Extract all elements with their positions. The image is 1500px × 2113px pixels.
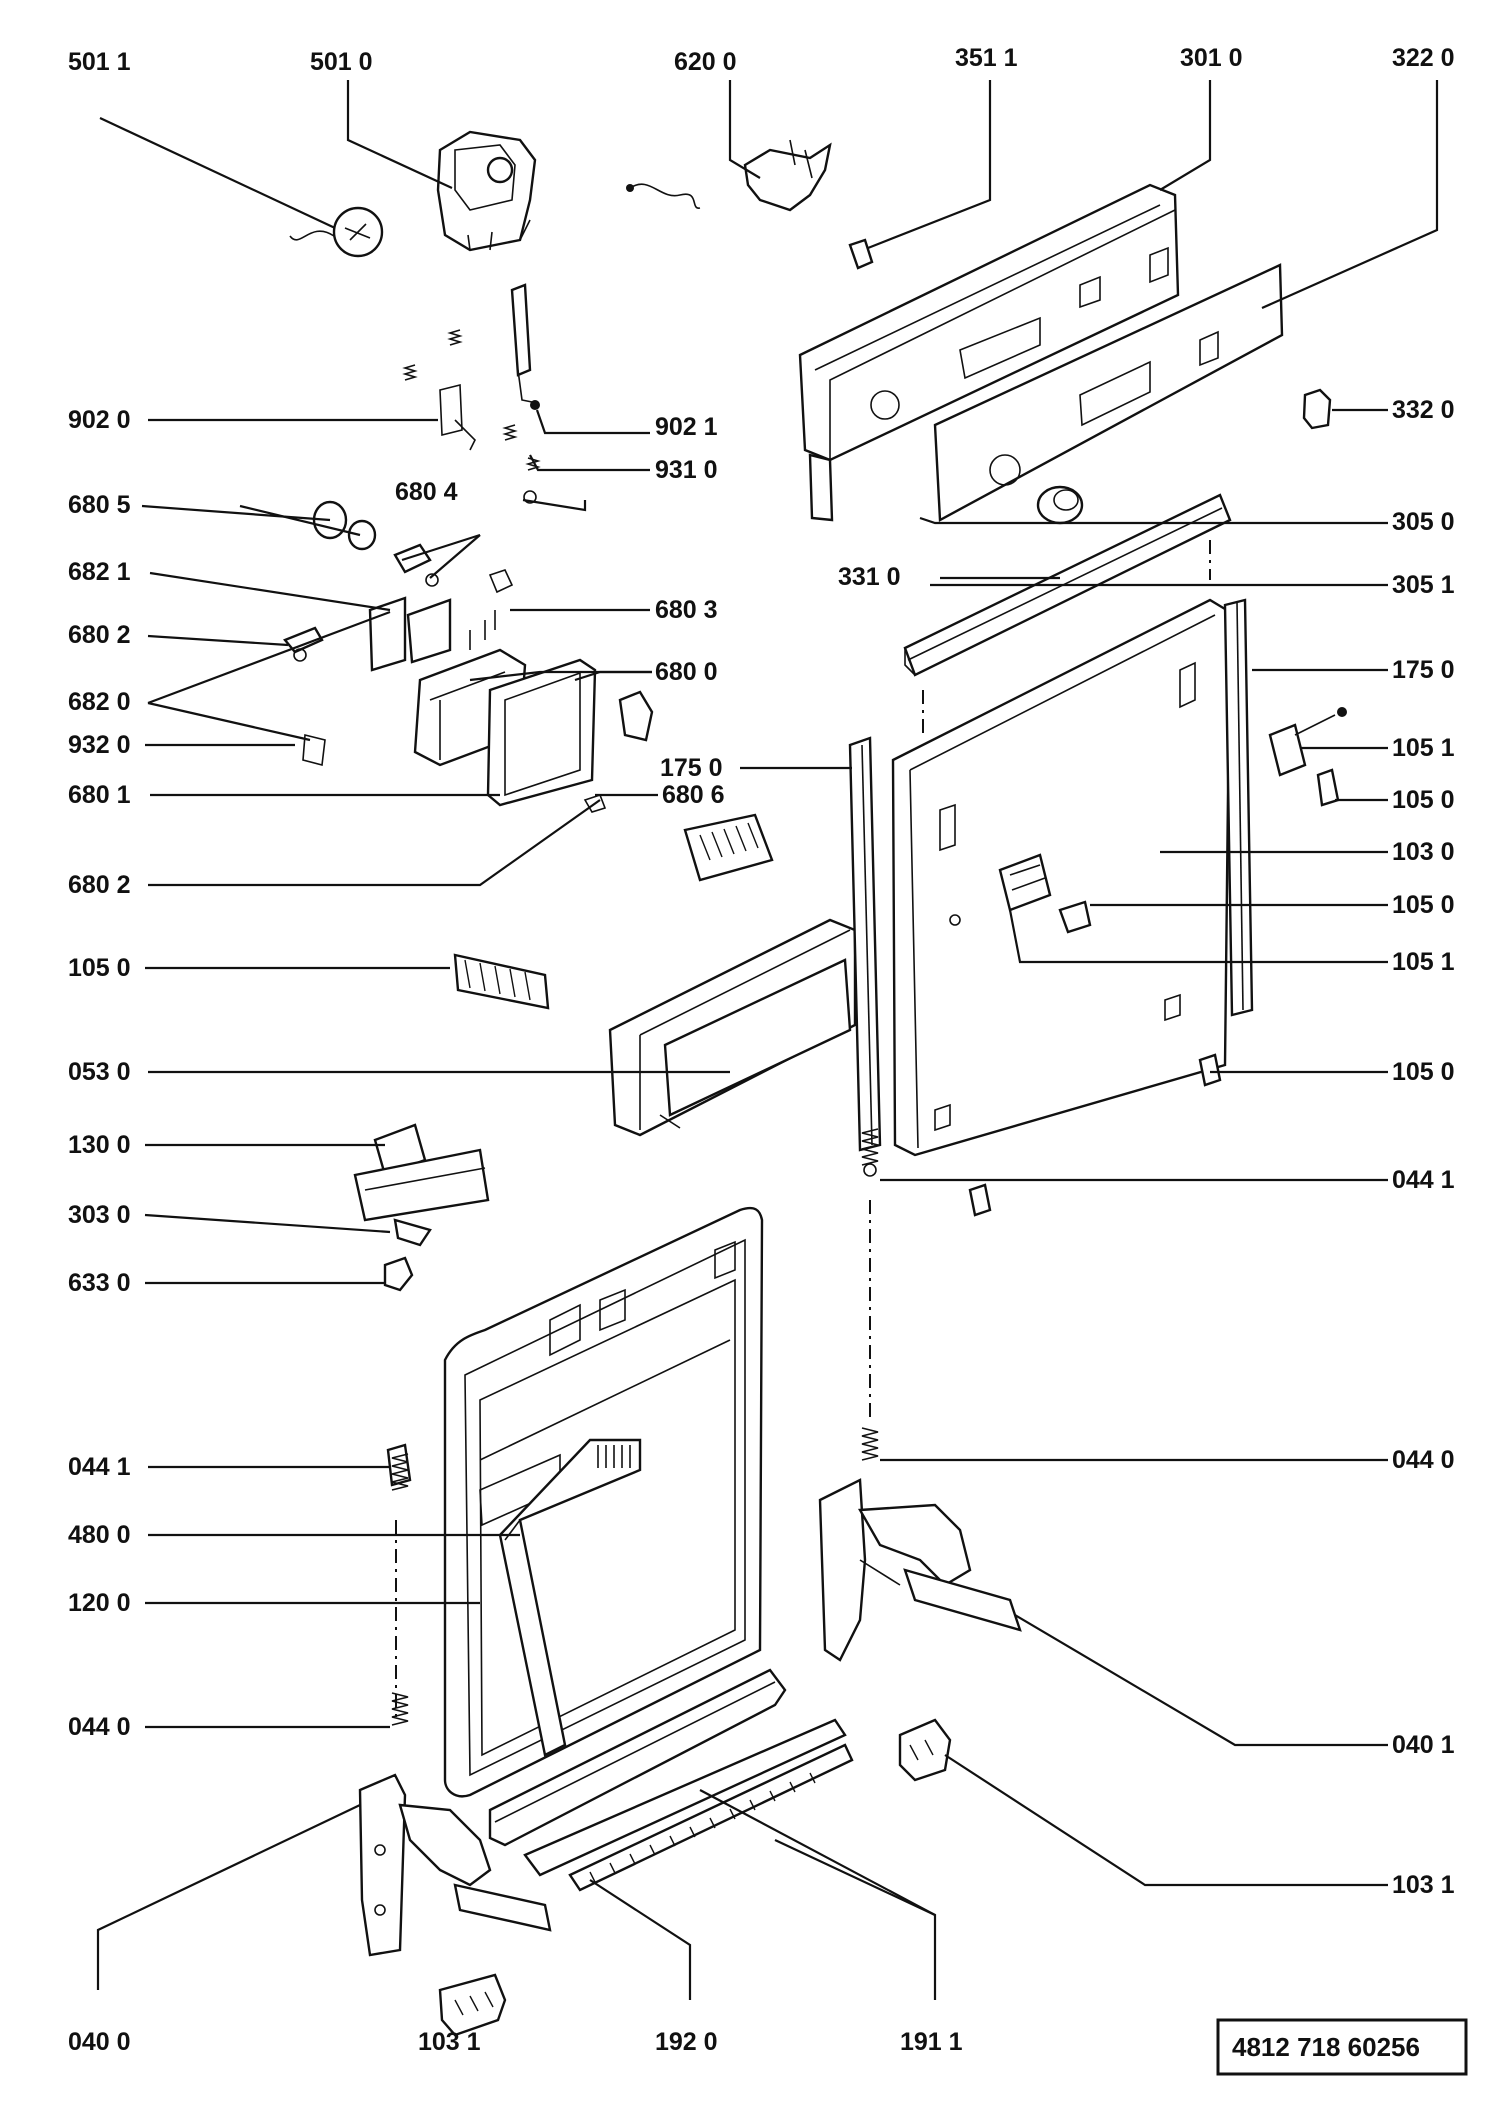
label-301-0: 301 0 [1180, 44, 1243, 72]
label-105-0-b: 105 0 [1392, 891, 1455, 919]
clip-103-1-left [438, 1973, 507, 2037]
latch-105-1-middle [949, 853, 1052, 926]
label-501-1: 501 1 [68, 48, 131, 76]
label-633-0: 633 0 [68, 1269, 131, 1297]
label-680-4: 680 4 [395, 478, 458, 506]
screw-351-part [848, 238, 874, 270]
label-103-1-left: 103 1 [418, 2028, 481, 2056]
label-044-1-left: 044 1 [68, 1453, 131, 1481]
bottom-rail-192 [523, 1718, 854, 1892]
document-code: 4812 718 60256 [1232, 2032, 1420, 2062]
label-902-0: 902 0 [68, 406, 131, 434]
control-panel-housing-part [798, 183, 1180, 522]
latch-105-1-right [1268, 707, 1347, 777]
label-053-0: 053 0 [68, 1058, 131, 1086]
channel-053-part [608, 918, 857, 1137]
label-103-1-right: 103 1 [1392, 1871, 1455, 1899]
label-040-1: 040 1 [1392, 1731, 1455, 1759]
label-175-0-middle: 175 0 [660, 754, 723, 782]
label-044-0-left: 044 0 [68, 1713, 131, 1741]
control-front-plate-part [933, 263, 1284, 522]
hinge-040-left [358, 1773, 552, 1957]
label-105-0-left: 105 0 [68, 954, 131, 982]
label-044-0-right: 044 0 [1392, 1446, 1455, 1474]
inner-door-panel-103 [891, 598, 1232, 1157]
label-680-2-upper: 680 2 [68, 621, 131, 649]
side-strip-175-right [1223, 598, 1254, 1017]
label-044-1-right: 044 1 [1392, 1166, 1455, 1194]
bottom-rail-191 [488, 1668, 787, 1847]
label-682-0: 682 0 [68, 688, 131, 716]
label-105-0-a: 105 0 [1392, 786, 1455, 814]
label-105-0-c: 105 0 [1392, 1058, 1455, 1086]
label-501-0: 501 0 [310, 48, 373, 76]
label-680-1: 680 1 [68, 781, 131, 809]
document-code-box: 4812 718 60256 [1216, 2018, 1468, 2076]
hinge-plate-105-middle [683, 813, 774, 882]
label-480-0: 480 0 [68, 1521, 131, 1549]
label-130-0: 130 0 [68, 1131, 131, 1159]
clip-044-small [968, 1183, 992, 1217]
door-lock-group-680 [283, 500, 654, 813]
label-305-0: 305 0 [1392, 508, 1455, 536]
switch-parts-902-931 [402, 283, 541, 504]
bracket-620-part [743, 139, 832, 212]
label-680-0: 680 0 [655, 658, 718, 686]
label-932-0: 932 0 [68, 731, 131, 759]
label-680-6: 680 6 [662, 781, 725, 809]
label-931-0: 931 0 [655, 456, 718, 484]
timer-switch-part [436, 130, 537, 252]
label-351-1: 351 1 [955, 44, 1018, 72]
label-192-0: 192 0 [655, 2028, 718, 2056]
clip-103-1-right [898, 1718, 952, 1782]
spring-044-left [386, 1443, 412, 1726]
label-682-1: 682 1 [68, 558, 131, 586]
timer-knob-part [289, 206, 384, 258]
side-strip-175-middle [848, 736, 882, 1152]
clip-633-part [383, 1256, 414, 1292]
clip-105-middle [1058, 900, 1092, 934]
label-303-0: 303 0 [68, 1201, 131, 1229]
label-105-1-lower: 105 1 [1392, 948, 1455, 976]
label-103-0: 103 0 [1392, 838, 1455, 866]
label-331-0: 331 0 [838, 563, 901, 591]
ribbon-cable-480 [498, 1438, 642, 1757]
label-332-0: 332 0 [1392, 396, 1455, 424]
label-322-0: 322 0 [1392, 44, 1455, 72]
leader-lines [96, 80, 1439, 2000]
label-191-1: 191 1 [900, 2028, 963, 2056]
label-620-0: 620 0 [674, 48, 737, 76]
label-680-3: 680 3 [655, 596, 718, 624]
callout-labels: 501 1 501 0 620 0 351 1 301 0 322 0 902 … [68, 44, 1455, 2056]
hinge-040-right [818, 1478, 1022, 1662]
label-902-1: 902 1 [655, 413, 718, 441]
knob-331-part [1036, 485, 1084, 525]
label-175-0-right: 175 0 [1392, 656, 1455, 684]
lock-assembly-130-303 [353, 1123, 490, 1247]
label-305-1: 305 1 [1392, 571, 1455, 599]
label-680-2-lower: 680 2 [68, 871, 131, 899]
parts-drawing [283, 130, 1347, 2037]
label-105-1-upper: 105 1 [1392, 734, 1455, 762]
wire-end-dot [626, 184, 634, 192]
label-680-5: 680 5 [68, 491, 131, 519]
wire-part [629, 183, 701, 209]
spring-044-right [861, 1128, 879, 1461]
clip-105-lower [1198, 1053, 1222, 1087]
label-120-0: 120 0 [68, 1589, 131, 1617]
clip-332-part [1302, 388, 1332, 430]
label-040-0: 040 0 [68, 2028, 131, 2056]
hinge-plate-105-left [453, 953, 550, 1010]
